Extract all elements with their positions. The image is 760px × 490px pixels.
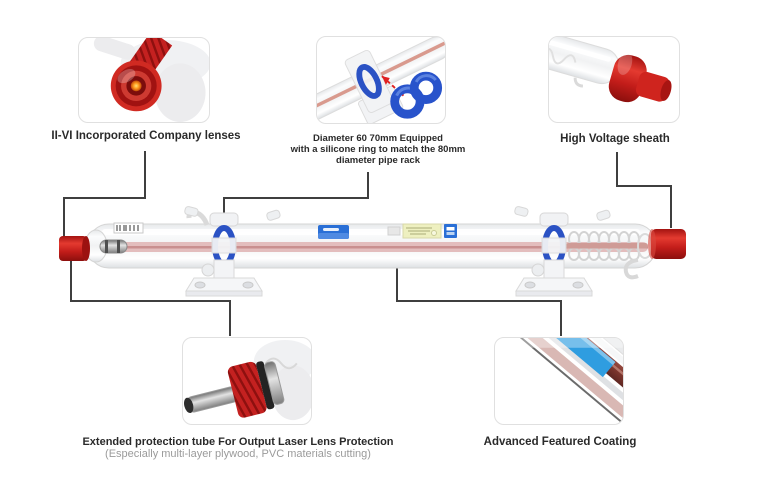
silicone-ring-photo bbox=[317, 37, 445, 123]
connector-protection bbox=[70, 260, 231, 336]
right-red-cap bbox=[648, 229, 686, 259]
connector-lines bbox=[63, 151, 672, 336]
coating-label: Advanced Featured Coating bbox=[483, 436, 637, 448]
coil-rod bbox=[566, 243, 648, 249]
lens-face bbox=[110, 60, 162, 112]
connector-silicone bbox=[223, 172, 369, 222]
hv-sheath-label: High Voltage sheath bbox=[560, 133, 670, 145]
red-coil bbox=[227, 361, 267, 418]
lens-photo bbox=[93, 38, 209, 122]
lens-photo-card bbox=[78, 37, 210, 123]
barcode-sticker bbox=[113, 222, 144, 234]
protection-tube-photo-card bbox=[182, 337, 312, 425]
left-electrode bbox=[99, 239, 128, 254]
blue-rings bbox=[390, 71, 443, 119]
silicone-label: Diameter 60 70mm Equipped with a silicon… bbox=[290, 133, 466, 166]
connector-lens bbox=[63, 151, 146, 240]
red-sheath-cap bbox=[608, 52, 672, 103]
protection-tube-photo bbox=[184, 339, 311, 421]
blue-band bbox=[554, 338, 616, 378]
right-glass-hook bbox=[623, 258, 639, 280]
hv-sheath-photo-card bbox=[548, 36, 680, 123]
connector-coating bbox=[396, 266, 562, 336]
main-tube bbox=[59, 206, 686, 296]
silicone-ring-photo-card bbox=[316, 36, 446, 124]
lens-label: II-VI Incorporated Company lenses bbox=[51, 130, 241, 142]
coating-photo bbox=[495, 338, 623, 424]
coating-photo-card bbox=[494, 337, 624, 425]
blue-brand-sticker bbox=[318, 225, 349, 239]
connector-hv-sheath bbox=[616, 152, 672, 228]
spec-sticker bbox=[387, 223, 457, 239]
protection-tube-sublabel: (Especially multi-layer plywood, PVC mat… bbox=[105, 448, 371, 460]
hv-sheath-photo bbox=[549, 37, 672, 103]
protection-tube-label: Extended protection tube For Output Lase… bbox=[57, 436, 419, 460]
left-red-cap bbox=[59, 236, 90, 261]
